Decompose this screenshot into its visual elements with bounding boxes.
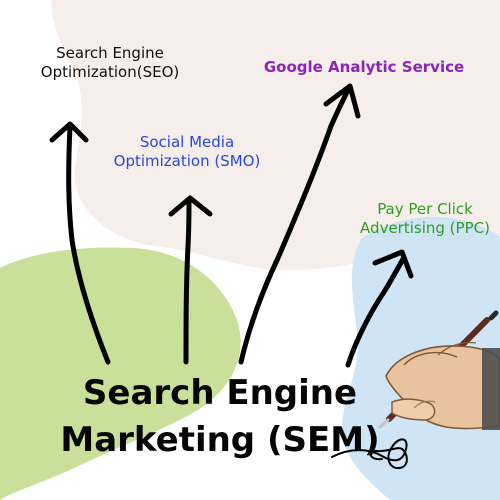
arrow-to-google-analytic-service bbox=[238, 85, 352, 365]
arrowhead-seo bbox=[49, 121, 89, 143]
branch-label-ppc: Pay Per Click Advertising (PPC) bbox=[360, 200, 490, 238]
branch-label-smo: Social Media Optimization (SMO) bbox=[92, 133, 282, 171]
google-analytic-service-label: Google Analytic Service bbox=[263, 58, 465, 76]
arrowhead-google-analytic-service bbox=[323, 83, 361, 119]
seo-label-line1: Search Engine bbox=[56, 44, 164, 62]
ppc-label-line1: Pay Per Click bbox=[377, 200, 473, 218]
branch-label-seo: Search Engine Optimization(SEO) bbox=[30, 44, 190, 82]
arrow-to-seo bbox=[66, 123, 111, 365]
arrow-to-ppc bbox=[345, 256, 406, 368]
main-topic-line1: Search Engine bbox=[82, 373, 358, 413]
arrowhead-smo bbox=[168, 195, 213, 217]
arrow-to-smo bbox=[183, 197, 192, 365]
main-topic-line2: Marketing (SEM) bbox=[60, 419, 380, 460]
smo-label-line2: Optimization (SMO) bbox=[113, 151, 261, 170]
green-background-blob bbox=[0, 247, 241, 500]
ppc-label-line2: Advertising (PPC) bbox=[360, 218, 490, 237]
main-topic-label: Search Engine Marketing (SEM) bbox=[40, 370, 400, 464]
seo-label-line2: Optimization(SEO) bbox=[40, 62, 180, 81]
branch-label-google-analytic-service: Google Analytic Service bbox=[236, 58, 492, 77]
smo-label-line1: Social Media bbox=[139, 133, 235, 151]
hand-writing-icon bbox=[385, 341, 500, 430]
pen-scribble bbox=[331, 438, 408, 470]
pink-background-blob bbox=[51, 0, 500, 271]
arrowhead-ppc bbox=[372, 249, 414, 279]
